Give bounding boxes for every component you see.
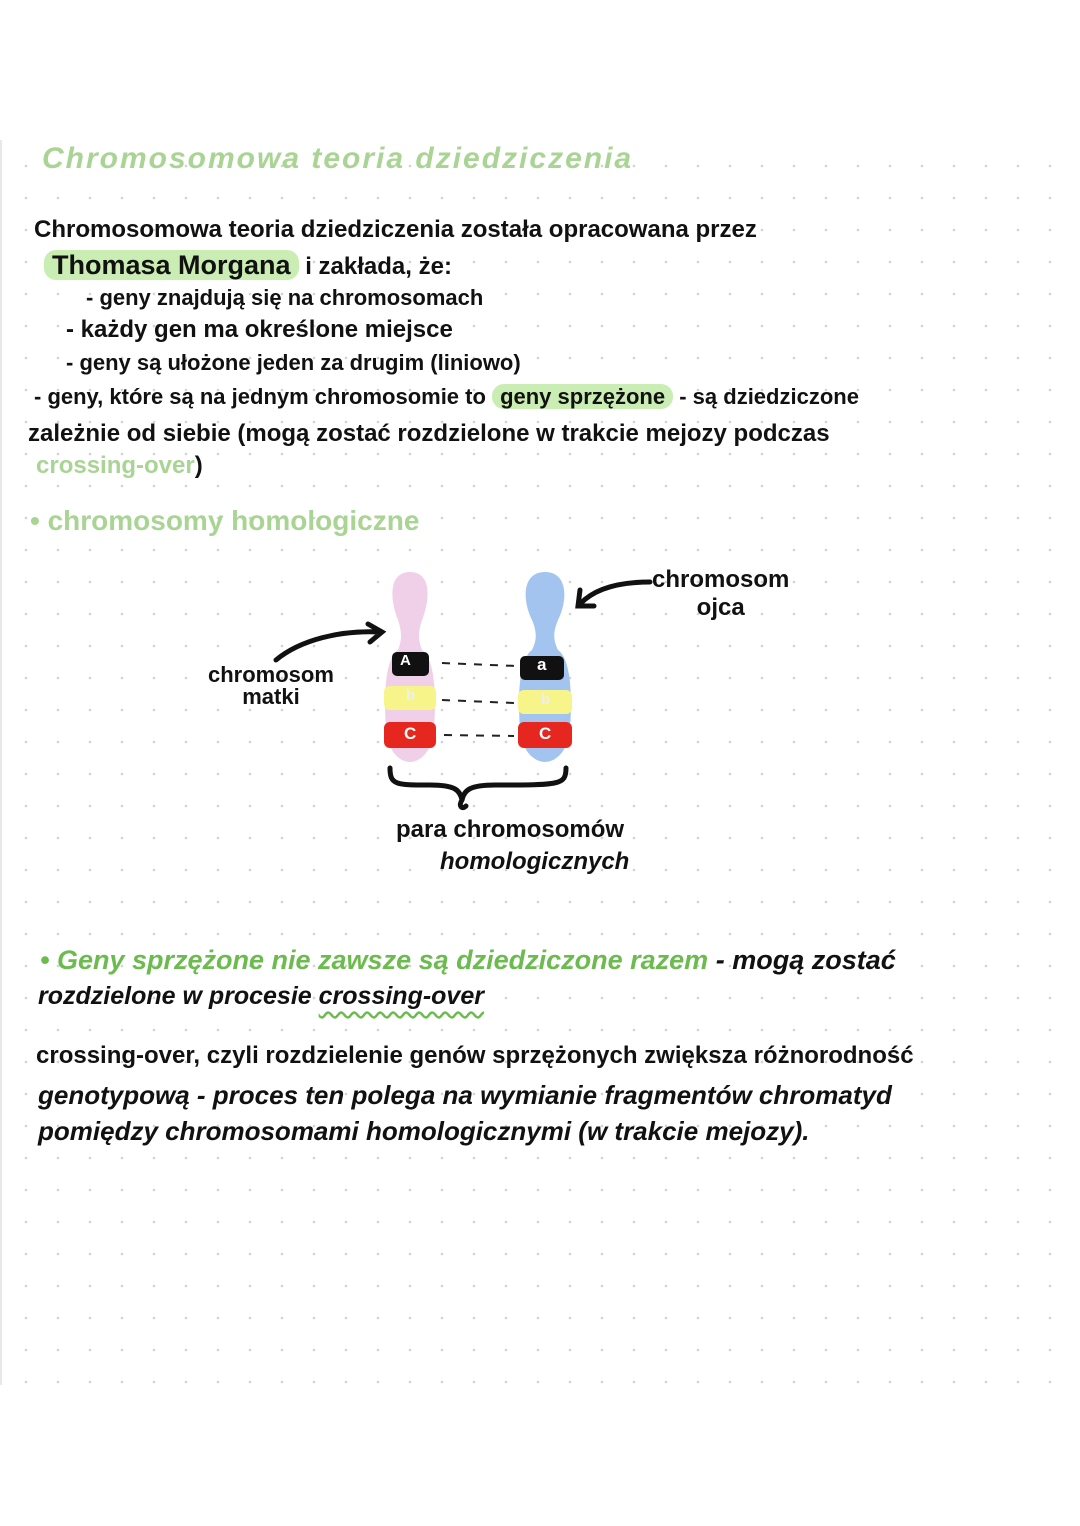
crossing-over-term: crossing-over xyxy=(36,452,195,479)
bullet-3: - geny są ułożone jeden za drugim (linio… xyxy=(66,350,521,375)
page-title: Chromosomowa teoria dziedziczenia xyxy=(42,142,634,175)
gene-band-a-father xyxy=(520,656,564,680)
gene-link-lines xyxy=(441,662,517,737)
label-mother-chromosome: chromosom matki xyxy=(208,664,334,708)
note-green-text: • Geny sprzężone nie zawsze są dziedzicz… xyxy=(40,945,709,975)
gene-label-b-father: b xyxy=(541,691,551,708)
bullet-2: - każdy gen ma określone miejsce xyxy=(66,316,453,343)
label-mother-line-2: matki xyxy=(242,684,300,709)
label-father-line-1: chromosom xyxy=(652,566,790,593)
gene-band-a-mother xyxy=(392,652,429,676)
arrow-to-mother xyxy=(273,621,387,663)
gene-band-b-mother xyxy=(384,686,436,710)
crossing-over-underlined: crossing-over xyxy=(318,982,484,1010)
closing-paren: ) xyxy=(194,452,203,479)
linked-prefix: - geny, które są na jednym chromosomie t… xyxy=(34,384,486,409)
gene-band-c-father xyxy=(518,722,572,748)
label-pair-line-2: homologicznych xyxy=(440,848,630,875)
gene-label-c-father: C xyxy=(539,724,552,743)
linked-genes-line-1: - geny, które są na jednym chromosomie t… xyxy=(34,384,859,410)
intro-line-2: Thomasa Morgana i zakłada, że: xyxy=(44,250,452,281)
gene-band-c-mother xyxy=(384,722,436,748)
label-pair-line-1: para chromosomów xyxy=(396,816,625,843)
gene-label-a-mother: A xyxy=(400,652,411,669)
intro-line-1: Chromosomowa teoria dziedziczenia został… xyxy=(34,216,757,243)
gene-label-b-mother: b xyxy=(406,687,416,704)
label-father-line-2: ojca xyxy=(696,594,745,621)
note-line-2-prefix: rozdzielone w procesie xyxy=(38,982,312,1010)
highlight-linked-genes: geny sprzężone xyxy=(492,384,674,409)
intro-line-2-rest: i zakłada, że: xyxy=(305,253,452,280)
label-homologous-pair: para chromosomów homologicznych xyxy=(396,814,629,878)
gene-label-c-mother: C xyxy=(404,724,417,743)
paragraph-line-3: pomiędzy chromosomami homologicznymi (w … xyxy=(38,1116,810,1146)
note-black-text: - mogą zostać xyxy=(715,945,896,975)
note-line-1: • Geny sprzężone nie zawsze są dziedzicz… xyxy=(40,945,896,976)
pair-brace xyxy=(387,765,569,811)
notebook-page xyxy=(0,140,1080,1385)
gene-band-b-father xyxy=(518,690,572,714)
note-line-2: rozdzielone w procesie crossing-over xyxy=(38,982,484,1011)
linked-suffix: - są dziedziczone xyxy=(679,384,859,409)
gene-label-a-father: a xyxy=(537,655,547,674)
highlight-morgan: Thomasa Morgana xyxy=(44,250,299,280)
section-heading: • chromosomy homologiczne xyxy=(30,505,420,536)
linked-genes-line-2: zależnie od siebie (mogą zostać rozdziel… xyxy=(28,420,830,447)
paragraph-line-2: genotypową - proces ten polega na wymian… xyxy=(38,1080,892,1110)
linked-genes-line-3: crossing-over) xyxy=(36,452,203,480)
label-mother-line-1: chromosom xyxy=(208,662,334,687)
paragraph-line-1: crossing-over, czyli rozdzielenie genów … xyxy=(36,1042,914,1069)
label-father-chromosome: chromosom ojca xyxy=(652,566,789,622)
bullet-1: - geny znajdują się na chromosomach xyxy=(86,285,484,310)
arrow-to-father xyxy=(575,579,653,609)
